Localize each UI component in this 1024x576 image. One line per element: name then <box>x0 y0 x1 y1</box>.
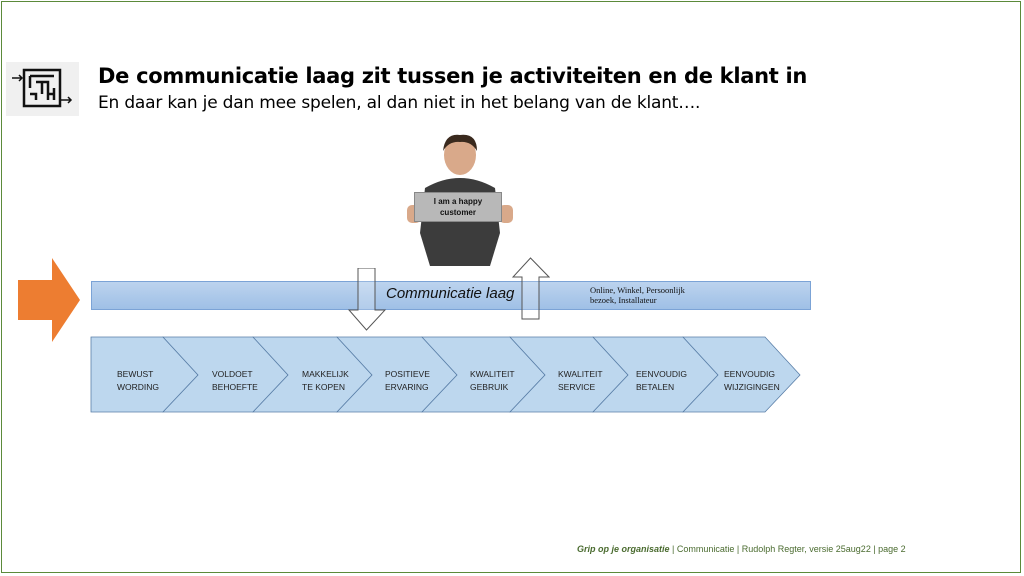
down-arrow <box>347 267 387 336</box>
up-arrow <box>511 257 551 325</box>
chevron-step-8 <box>682 336 801 413</box>
slide-title: De communicatie laag zit tussen je activ… <box>98 64 808 88</box>
footer-brand: Grip op je organisatie <box>577 544 670 554</box>
maze-icon <box>6 62 79 116</box>
orange-input-arrow <box>18 258 80 347</box>
customer-sign: I am a happy customer <box>414 192 502 222</box>
communication-layer-bar <box>91 281 811 310</box>
footer-info: | Communicatie | Rudolph Regter, versie … <box>669 544 906 554</box>
channels-note: Online, Winkel, Persoonlijk bezoek, Inst… <box>590 285 685 305</box>
communication-layer-label: Communicatie laag <box>386 285 515 302</box>
slide-subtitle: En daar kan je dan mee spelen, al dan ni… <box>98 93 701 113</box>
slide-footer: Grip op je organisatie | Communicatie | … <box>577 544 906 554</box>
